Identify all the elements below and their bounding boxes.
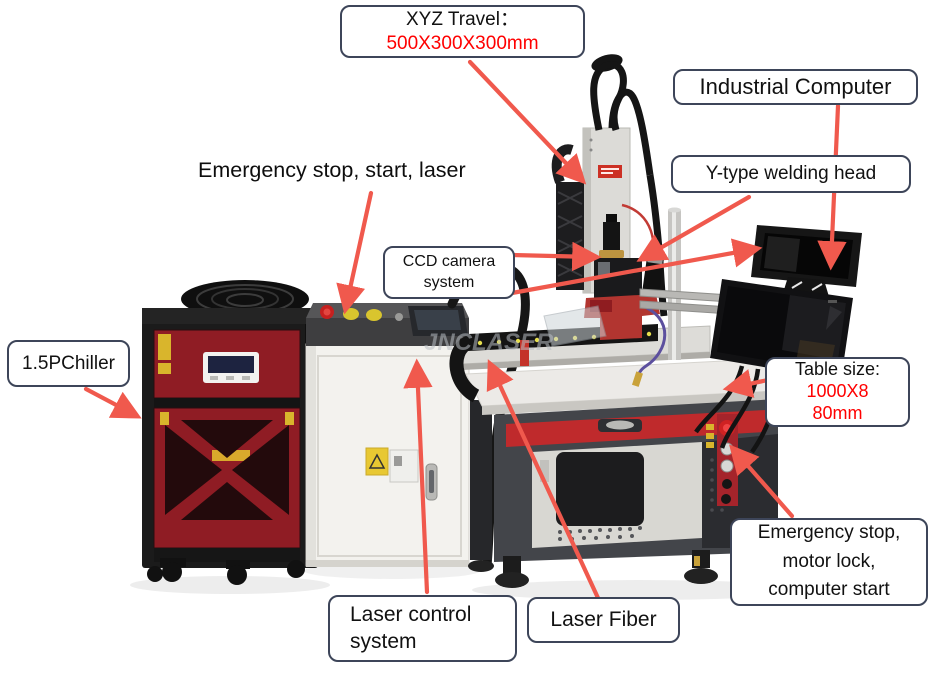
arrow-ccd-to-camera	[509, 241, 602, 272]
callout-table-size: Table size: 1000X8 80mm	[765, 357, 910, 427]
arrow-laser-fiber	[486, 359, 601, 601]
callout-ccd-camera-system: CCD camera system	[383, 246, 515, 299]
laser-control-line2: system	[350, 629, 417, 653]
xyz-gantry	[449, 54, 711, 403]
label-emergency-stop-start-laser: Emergency stop, start, laser	[198, 158, 466, 182]
chiller-vent-pattern	[165, 420, 289, 520]
emergency-panel-line1: Emergency stop,	[757, 522, 901, 544]
table-size-value2: 80mm	[812, 402, 863, 423]
z-axis-cable-chain	[556, 182, 584, 290]
callout-xyz-travel: XYZ Travel： 500X300X300mm	[340, 5, 585, 58]
arrow-table-size	[722, 369, 771, 398]
cabinet-door-handle	[425, 463, 438, 501]
ccd-camera	[599, 214, 624, 258]
arrow-xyz-travel	[467, 59, 587, 185]
arrow-laser-control-system	[403, 358, 433, 595]
emergency-panel-line3: computer start	[768, 579, 890, 601]
emergency-panel-line2: motor lock,	[782, 550, 876, 572]
watermark: JNCLASER	[424, 329, 554, 356]
arrow-y-type-welding-head	[636, 194, 752, 262]
laser-control-cabinet	[305, 303, 470, 567]
callout-industrial-computer: Industrial Computer	[673, 69, 918, 105]
table-size-value1: 1000X8	[806, 381, 869, 402]
y-type-welding-head-label: Y-type welding head	[705, 163, 877, 185]
arrow-emergency-stop-start-laser	[336, 190, 374, 315]
ccd-camera-line2: system	[423, 273, 475, 291]
monitor-assembly	[639, 207, 862, 454]
callout-laser-fiber: Laser Fiber	[527, 597, 680, 643]
xyz-travel-value: 500X300X300mm	[386, 32, 539, 54]
arrow-chiller	[83, 386, 142, 419]
computer-monitor	[710, 279, 853, 380]
ccd-camera-line1: CCD camera	[402, 253, 496, 271]
arrow-ccd-to-monitor	[509, 238, 763, 296]
xyz-travel-title: XYZ Travel：	[406, 8, 519, 30]
cabinet-touchscreen	[408, 306, 468, 336]
laser-control-line1: Laser control	[350, 603, 472, 627]
callout-laser-control-system: Laser control system	[328, 595, 517, 662]
callout-chiller: 1.5PChiller	[7, 340, 130, 387]
table-size-title: Table size:	[794, 359, 881, 380]
laser-fiber-label: Laser Fiber	[550, 607, 657, 631]
callout-y-type-welding-head: Y-type welding head	[671, 155, 911, 193]
table-vent-dots	[558, 526, 642, 541]
chiller-label: 1.5PChiller	[22, 352, 115, 374]
chiller-display	[203, 352, 259, 383]
chiller-casters	[147, 558, 305, 585]
callout-emergency-motor-computer: Emergency stop, motor lock, computer sta…	[730, 518, 928, 606]
industrial-computer-label: Industrial Computer	[699, 74, 892, 100]
arrow-emergency-panel	[729, 444, 795, 519]
